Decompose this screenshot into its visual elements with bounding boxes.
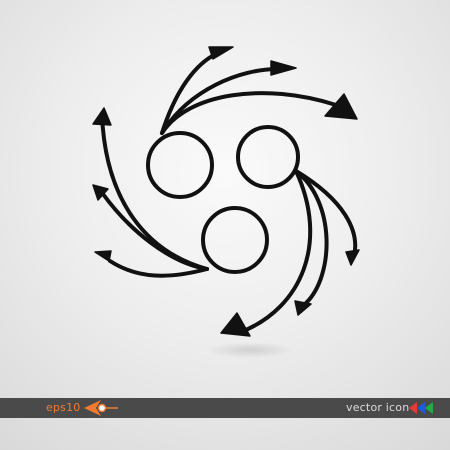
arrowhead — [92, 107, 112, 126]
bottom-circle — [201, 206, 269, 274]
right-arrow-stem — [294, 169, 329, 305]
arrowhead — [270, 60, 297, 76]
left-arrow-stem — [108, 259, 209, 278]
left-circle — [146, 131, 214, 199]
left-arrow-stem — [100, 114, 209, 271]
top-arrow-stem — [160, 91, 338, 135]
vector-icon-label: vector icon — [346, 401, 410, 414]
arrowhead — [294, 300, 312, 316]
eps-label: eps10 — [46, 401, 81, 414]
arrowhead — [324, 93, 358, 120]
arrowhead — [92, 184, 109, 201]
arrowhead — [208, 46, 234, 60]
right-arrow-stem — [239, 169, 313, 334]
top-arrow-stem — [160, 66, 283, 135]
arrowhead — [94, 250, 112, 262]
orange-arrow-badge-icon — [84, 400, 118, 416]
left-arrow-stem — [101, 192, 209, 271]
right-circle — [236, 125, 300, 189]
rgb-arrows-icon — [409, 402, 433, 414]
arrowhead — [345, 249, 360, 266]
icon-shadow — [206, 342, 294, 358]
right-arrow-stem — [294, 169, 358, 258]
bottom-bar — [0, 398, 450, 418]
arrowhead — [220, 312, 251, 337]
